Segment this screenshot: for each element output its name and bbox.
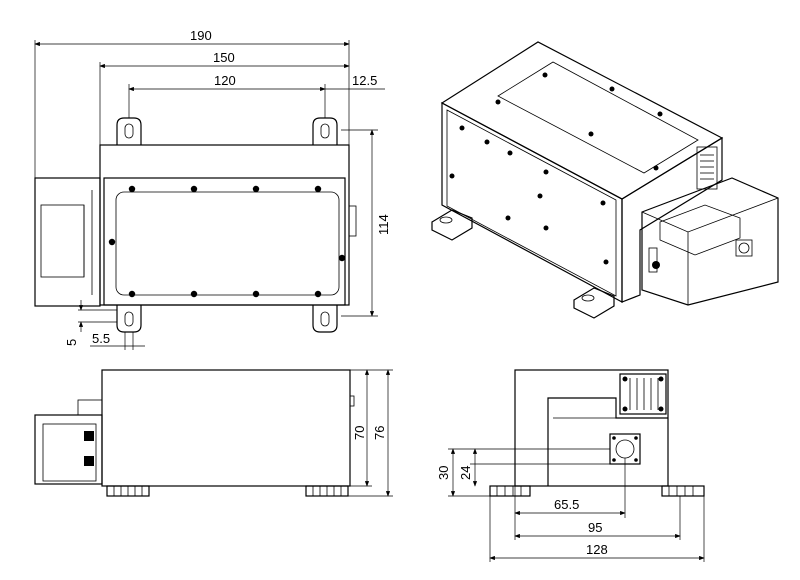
- iso-heatsink: [696, 146, 718, 190]
- dim-overall-height: 76: [372, 426, 387, 440]
- side-heatsink: [619, 373, 667, 415]
- top-view: 190 150 120 12.5 114 5 5.5: [34, 28, 391, 350]
- dim-hole-offset: 12.5: [352, 73, 377, 88]
- dim-body-height: 70: [352, 426, 367, 440]
- front-main-body: [101, 369, 351, 487]
- front-dimensions: [348, 369, 393, 497]
- top-dimensions: [34, 40, 385, 350]
- iso-left-face: [441, 102, 623, 304]
- dim-mount-hole-spacing: 120: [214, 73, 236, 88]
- iso-right-face: [621, 136, 723, 303]
- dim-overall-length: 190: [190, 28, 212, 43]
- side-main-body: [514, 369, 669, 487]
- iso-front-module: [641, 177, 779, 306]
- top-main-body: [99, 144, 350, 306]
- iso-lid: [497, 61, 699, 174]
- top-left-module-window: [40, 204, 85, 278]
- front-left-module: [34, 399, 103, 485]
- side-module-outline: [547, 397, 668, 486]
- iso-top-face: [440, 41, 724, 200]
- top-lid-bolts: [108, 185, 346, 298]
- dim-overall-width: 128: [586, 542, 608, 557]
- dim-body-length: 150: [213, 50, 235, 65]
- dim-connector-height-base: 30: [436, 466, 451, 480]
- front-view: 70 76: [34, 369, 393, 497]
- top-left-module: [34, 177, 101, 307]
- iso-bolts: [449, 72, 663, 265]
- side-dimensions: [448, 448, 705, 562]
- dim-body-width: 114: [376, 214, 391, 235]
- top-side-connector: [348, 205, 357, 237]
- dim-tab-width: 5.5: [92, 331, 110, 346]
- top-mounting-tabs: [116, 117, 338, 333]
- dim-connector-height: 24: [458, 466, 473, 480]
- dim-connector-offset: 65.5: [554, 497, 579, 512]
- side-view: 30 24 65.5 95 128: [436, 369, 705, 562]
- front-feet: [106, 485, 349, 497]
- top-body-frame: [103, 177, 346, 306]
- top-lid: [115, 191, 340, 296]
- isometric-view: [431, 41, 779, 319]
- dim-side-mount-spacing: 95: [588, 520, 602, 535]
- dim-tab-offset: 5: [64, 339, 79, 346]
- iso-feet: [431, 209, 615, 319]
- side-feet: [489, 485, 705, 497]
